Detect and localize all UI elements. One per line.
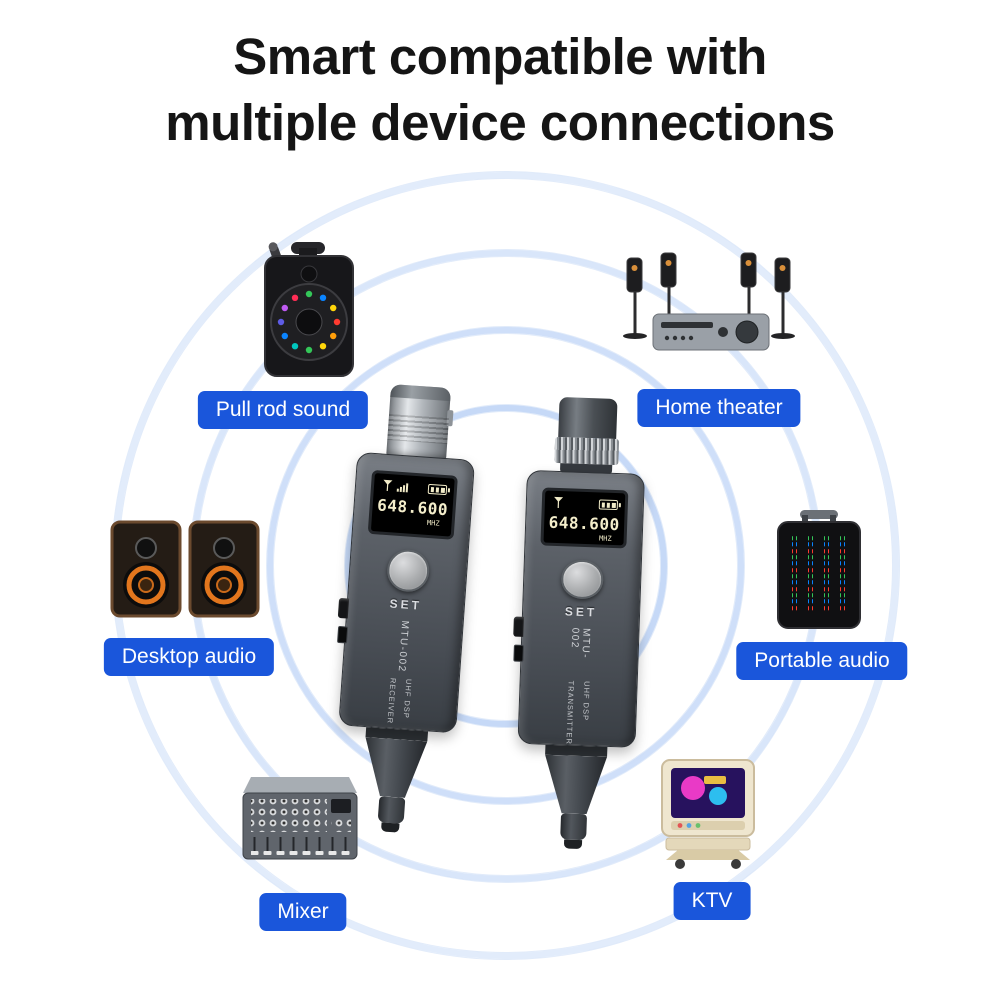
model-label: MTU-002: [568, 627, 592, 659]
plug-tip-end: [563, 839, 583, 850]
desktop-speakers-image: [110, 516, 260, 626]
signal-ring-inner: [345, 405, 667, 727]
device-type-label: UHF DSP RECEIVER: [382, 677, 417, 725]
power-switch: [337, 597, 350, 619]
charge-port: [337, 625, 349, 644]
battery-icon: [598, 499, 619, 511]
mixer-image: [235, 763, 365, 878]
signal-bars-icon: [396, 483, 409, 493]
label-pill-desktop-audio: Desktop audio: [103, 638, 275, 676]
frequency-readout: 648.600: [548, 512, 620, 535]
plug-tip-end: [380, 822, 400, 833]
antenna-icon: [383, 479, 393, 492]
xlr-male-connector: [386, 384, 454, 461]
portable-speaker-icon: [777, 510, 861, 629]
xlr-female-barrel: [558, 397, 618, 440]
label-pill-ktv: KTV: [673, 882, 751, 920]
receiver-screen: 648.600 MHZ: [367, 469, 458, 540]
model-label: MTU-002: [395, 620, 411, 673]
xlr-knurled-ring: [554, 436, 620, 466]
home-theater-image: [615, 252, 805, 377]
antenna-icon: [554, 496, 564, 509]
label-pill-portable-audio: Portable audio: [736, 642, 908, 680]
page-title: Smart compatible with multiple device co…: [0, 24, 1000, 157]
receiver-device: 648.600 MHZ SET MTU-002 UHF DSP RECEIVER: [315, 381, 496, 837]
label-pill-mixer: Mixer: [259, 893, 347, 931]
power-switch: [513, 616, 524, 637]
label-pill-pull-rod-sound: Pull rod sound: [197, 391, 369, 429]
transmitter-device: 648.600 MHZ SET MTU-002 UHF DSP TRANSMIT…: [498, 395, 664, 851]
set-button-label: SET: [389, 596, 423, 613]
plug-tip: [377, 796, 406, 824]
device-type-line2: TRANSMITTER: [564, 680, 576, 745]
charge-port: [513, 644, 524, 662]
portable-speaker-image: [772, 510, 867, 637]
trolley-speaker-icon: [264, 242, 354, 377]
transmitter-screen: 648.600 MHZ: [540, 487, 629, 549]
plug-cone: [543, 755, 607, 815]
plug-tip: [560, 813, 588, 841]
xlr-latch: [446, 410, 454, 427]
device-type-line1: UHF DSP: [581, 680, 592, 721]
device-type-line1: UHF DSP: [401, 678, 414, 720]
title-line-2: multiple device connections: [165, 94, 835, 152]
home-theater-icon: [623, 252, 795, 351]
battery-icon: [427, 483, 448, 496]
label-pill-home-theater: Home theater: [637, 389, 801, 427]
ktv-machine-icon: [661, 759, 755, 869]
set-button: [385, 548, 431, 594]
xlr-female-connector: [554, 397, 620, 475]
transmitter-body: 648.600 MHZ SET MTU-002 UHF DSP TRANSMIT…: [513, 469, 645, 748]
device-type-label: UHF DSP TRANSMITTER: [561, 680, 595, 745]
plug-cone: [361, 737, 427, 799]
title-line-1: Smart compatible with: [233, 28, 767, 85]
signal-ring-2: [267, 327, 744, 804]
audio-mixer-icon: [242, 777, 358, 860]
frequency-unit: MHZ: [598, 534, 612, 543]
set-button: [560, 559, 604, 600]
device-type-line2: RECEIVER: [385, 677, 398, 725]
set-button-label: SET: [564, 603, 598, 620]
receiver-body: 648.600 MHZ SET MTU-002 UHF DSP RECEIVER: [337, 451, 476, 734]
ktv-machine-image: [648, 758, 768, 875]
desktop-speakers-icon: [110, 520, 260, 618]
trolley-speaker-image: [247, 240, 367, 385]
